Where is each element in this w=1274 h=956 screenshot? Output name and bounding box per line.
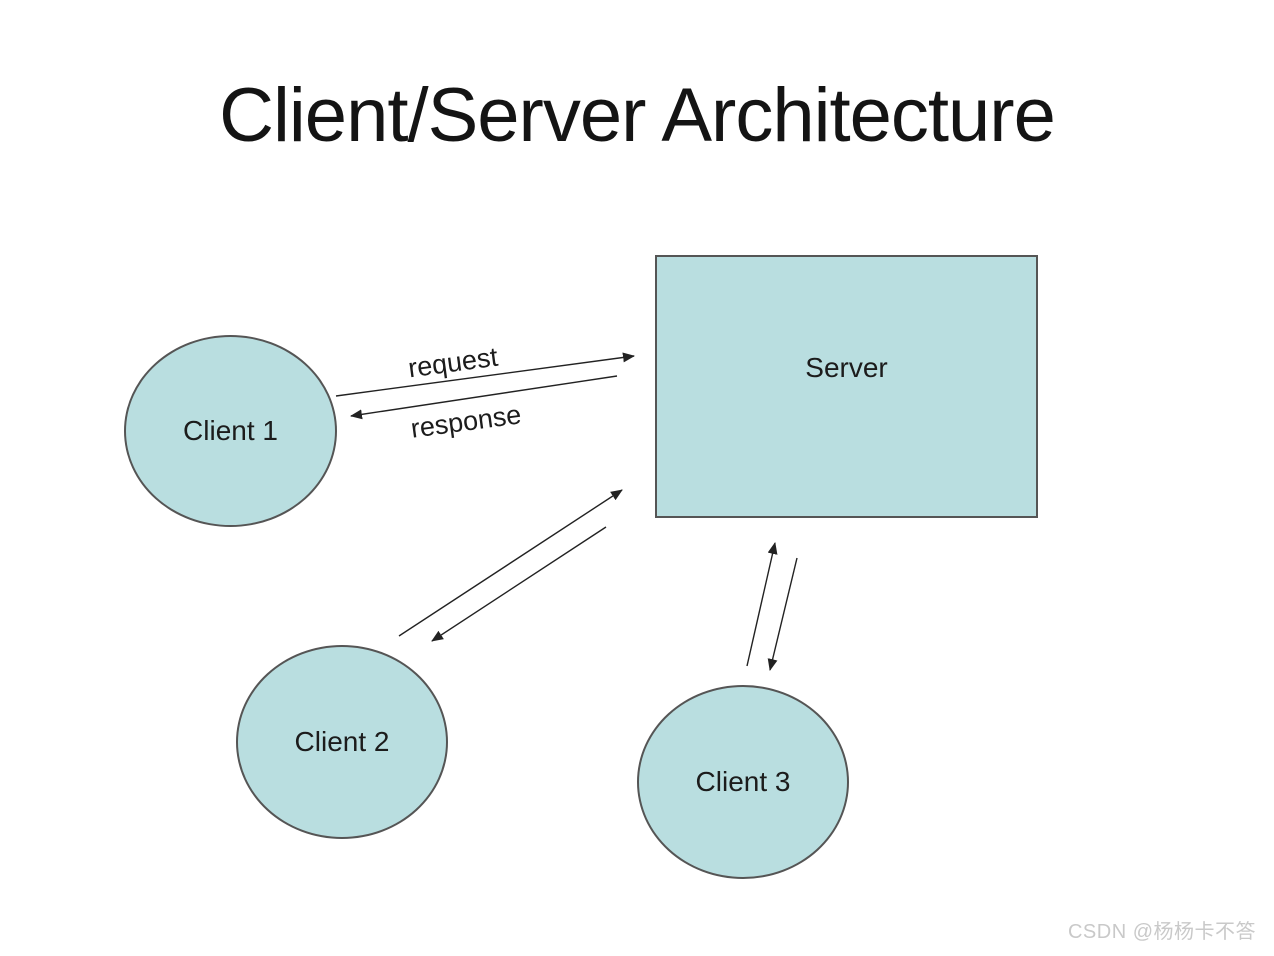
edge-server-to-client2-arrow [431, 526, 607, 642]
node-client2-label: Client 2 [294, 726, 390, 757]
node-client1: Client 1 [124, 335, 337, 527]
watermark: CSDN @杨杨卡不答 [1067, 921, 1256, 943]
edge-client3-to-server-arrow [746, 542, 778, 667]
node-server: Server [655, 255, 1038, 518]
node-client1-label: Client 1 [183, 415, 278, 446]
edge-label-response: response [408, 399, 523, 444]
edge-server-to-client3-arrow [767, 557, 798, 671]
edge-client2-to-server-arrow [398, 489, 623, 637]
edge-label-request: request [406, 341, 500, 384]
diagram-title: Client/Server Architecture [219, 73, 1056, 158]
node-client3-label: Client 3 [695, 766, 791, 797]
node-client3: Client 3 [637, 685, 849, 879]
node-client2: Client 2 [236, 645, 448, 839]
node-server-label: Server [805, 351, 888, 383]
